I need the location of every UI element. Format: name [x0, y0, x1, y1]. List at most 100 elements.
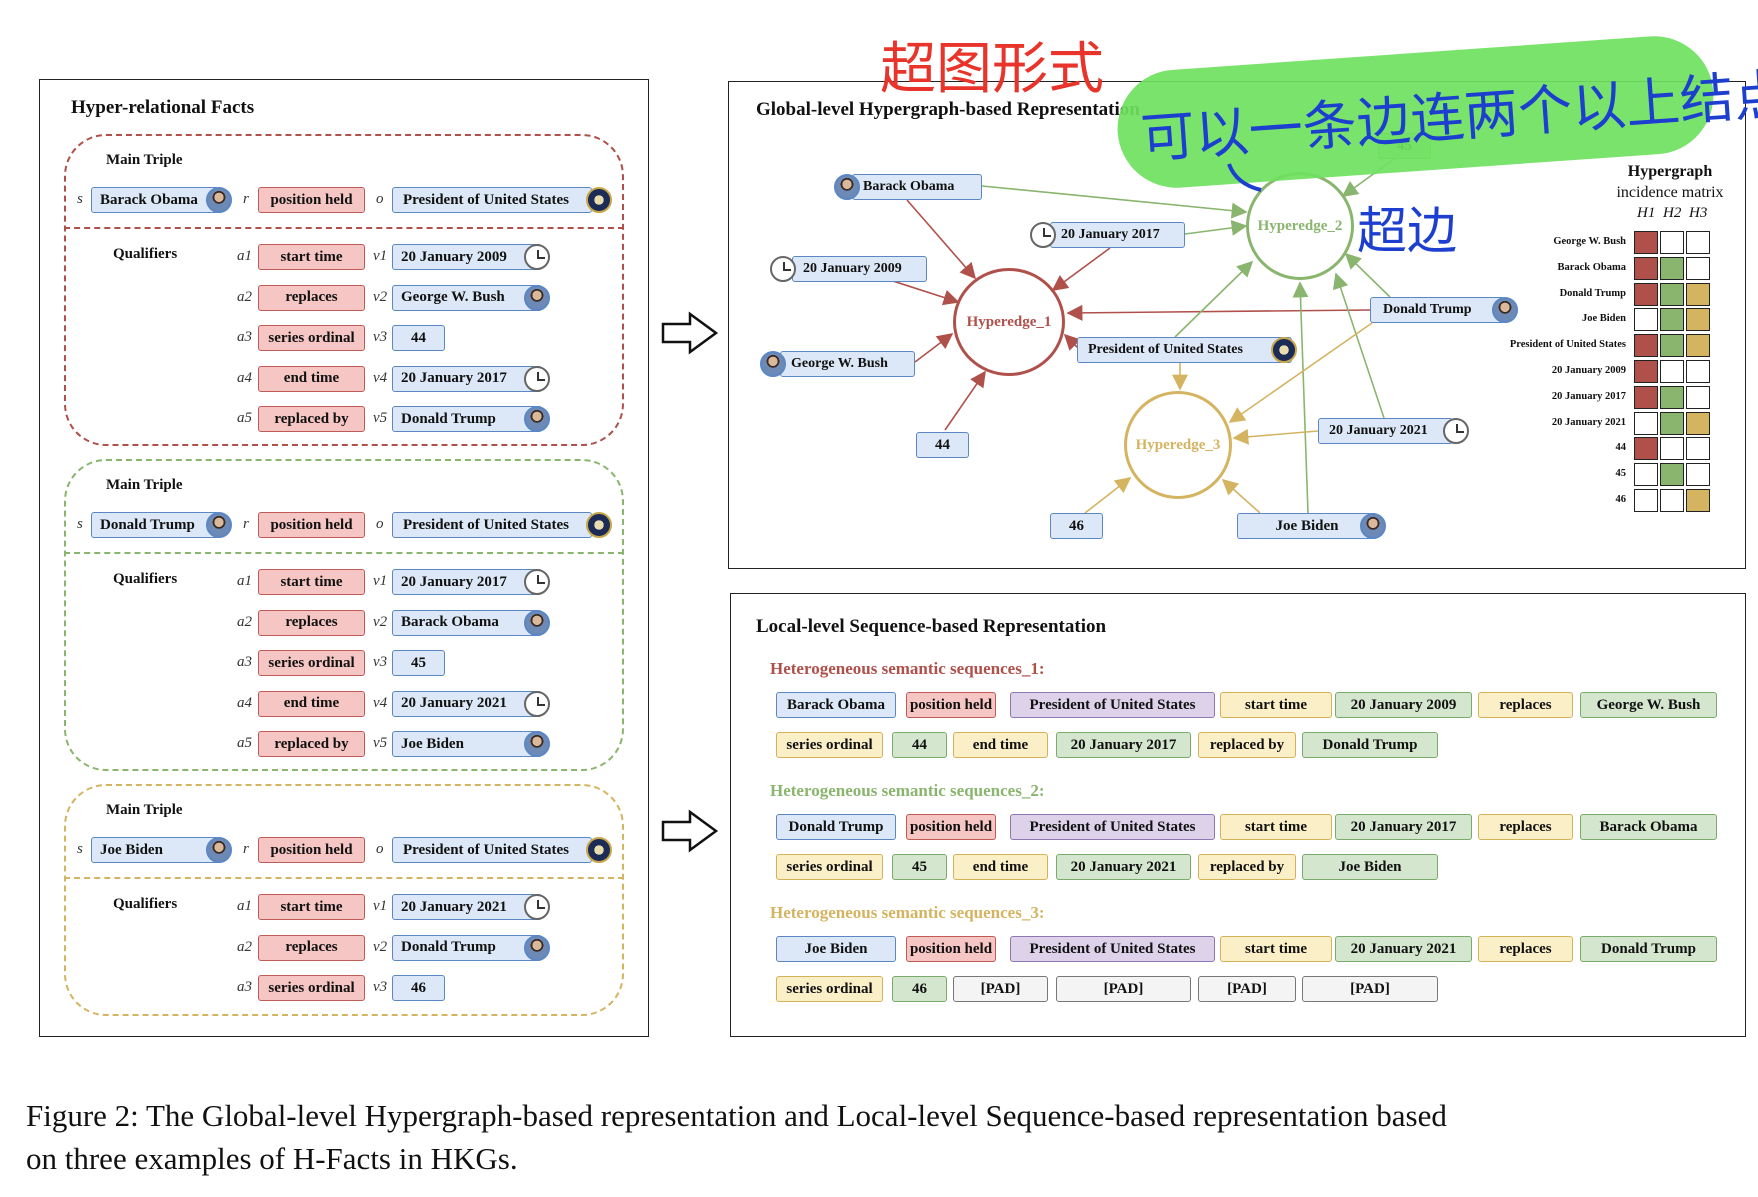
matrix-cell — [1660, 463, 1684, 487]
qualifier-value-var: v2 — [373, 938, 388, 955]
sequence-token: end time — [953, 732, 1048, 758]
person-photo-icon — [524, 609, 550, 636]
sequence-title: Heterogeneous semantic sequences_2: — [770, 781, 1045, 800]
qualifier-value: George W. Bush — [392, 284, 542, 311]
subject-node: Barack Obama — [91, 187, 219, 213]
matrix-cell — [1634, 231, 1658, 254]
qualifier-key: replaces — [258, 609, 365, 636]
qualifier-key-var: a3 — [237, 979, 252, 995]
sequence-token: 20 January 2017 — [1335, 814, 1472, 840]
node-jan-2009: 20 January 2009 — [792, 256, 927, 282]
sequence-token: start time — [1220, 692, 1332, 718]
sequence-token: replaces — [1478, 692, 1573, 718]
matrix-cell — [1686, 256, 1710, 280]
sequence-token: 20 January 2017 — [1056, 732, 1191, 758]
node-joe-biden: Joe Biden — [1237, 513, 1377, 539]
matrix-cell — [1660, 256, 1684, 280]
qualifier-key-var: a5 — [237, 735, 252, 751]
qualifier-key-var: a1 — [237, 573, 252, 589]
matrix-cell — [1634, 256, 1658, 280]
matrix-row-label: George W. Bush — [1553, 236, 1626, 247]
matrix-cell — [1686, 231, 1710, 254]
qualifier-key: replaces — [258, 284, 365, 311]
edge-jan2017-h1 — [1051, 247, 1111, 291]
qualifier-value: Donald Trump — [392, 406, 542, 432]
edge-obama-h2 — [981, 185, 1248, 219]
qualifier-value-var: v1 — [373, 248, 388, 264]
matrix-cell — [1634, 308, 1658, 332]
sequence-token: Donald Trump — [1580, 936, 1717, 962]
qualifier-value: Barack Obama — [392, 609, 542, 636]
qualifier-value: 45 — [392, 650, 445, 676]
matrix-cell — [1660, 360, 1684, 383]
subject-photo-icon — [206, 837, 232, 863]
figure-caption-line1: Figure 2: The Global-level Hypergraph-ba… — [26, 1098, 1447, 1133]
presidential-seal-icon — [1271, 337, 1297, 363]
matrix-row-label: 20 January 2017 — [1551, 390, 1626, 402]
edge-biden-h3 — [1221, 478, 1261, 514]
matrix-column-header: H2 — [1663, 205, 1682, 221]
clock-icon — [524, 569, 550, 595]
qualifier-value: Donald Trump — [392, 934, 542, 961]
panel-title: Hyper-relational Facts — [71, 97, 255, 118]
qualifier-key-var: a1 — [237, 898, 252, 914]
matrix-cell — [1634, 437, 1658, 461]
qualifiers-label: Qualifiers — [113, 246, 178, 262]
matrix-column-header: H3 — [1689, 205, 1708, 221]
fact-group-3 — [64, 784, 624, 1016]
matrix-title-line2: incidence matrix — [1616, 184, 1724, 201]
matrix-cell — [1634, 282, 1658, 306]
qualifier-value: 20 January 2017 — [392, 365, 542, 392]
matrix-row-label: 46 — [1615, 494, 1627, 505]
edge-trump-h1 — [1066, 304, 1371, 321]
subject-photo-icon — [206, 187, 232, 213]
donald-trump-photo-icon — [1492, 297, 1518, 323]
fact-group-1-separator — [64, 227, 624, 229]
matrix-cell — [1686, 411, 1710, 435]
node-44: 44 — [916, 432, 969, 458]
figure-caption-line2: on three examples of H-Facts in HKGs. — [26, 1141, 518, 1176]
fact-group-2-separator — [64, 552, 624, 554]
panel-title: Global-level Hypergraph-based Representa… — [756, 99, 1140, 120]
subject-node: Donald Trump — [91, 512, 219, 538]
qualifier-value: 44 — [392, 325, 445, 351]
qualifier-value-var: v2 — [373, 613, 388, 630]
relation-node: position held — [258, 837, 365, 863]
object-var: o — [376, 841, 384, 857]
matrix-cell — [1660, 231, 1684, 254]
barack-obama-photo-icon — [834, 174, 860, 200]
edge-46-h3 — [1084, 477, 1132, 514]
node-george-bush: George W. Bush — [780, 351, 915, 377]
qualifier-value: 46 — [392, 975, 445, 1001]
node-donald-trump: Donald Trump — [1370, 297, 1505, 323]
presidential-seal-icon — [586, 187, 612, 213]
sequence-token: replaced by — [1198, 732, 1296, 758]
node-46: 46 — [1050, 513, 1103, 539]
pad-token: [PAD] — [1302, 976, 1438, 1002]
sequence-token: replaced by — [1198, 854, 1296, 880]
qualifier-key-var: a3 — [237, 654, 252, 670]
sequence-token: President of United States — [1010, 692, 1215, 718]
sequence-token: end time — [953, 854, 1048, 880]
sequence-token: 44 — [892, 732, 947, 758]
subject-var: s — [77, 516, 83, 532]
matrix-title: Hypergraph incidence matrix — [1580, 161, 1758, 203]
edge-biden-h2 — [1292, 281, 1309, 514]
matrix-column-header: H1 — [1637, 205, 1656, 221]
node-jan-2021: 20 January 2021 — [1318, 418, 1453, 444]
hyperedge-3: Hyperedge_3 — [1124, 391, 1232, 499]
person-photo-icon — [524, 731, 550, 757]
matrix-cell — [1634, 411, 1658, 435]
matrix-row-label: Joe Biden — [1581, 313, 1626, 325]
object-node: President of United States — [392, 187, 592, 213]
clock-icon — [524, 690, 550, 717]
subject-photo-icon — [206, 512, 232, 538]
edge-jan2021-h3 — [1232, 428, 1319, 445]
qualifier-key-var: a1 — [237, 248, 252, 264]
subject-var: s — [77, 841, 83, 857]
sequence-token: Barack Obama — [776, 692, 896, 718]
matrix-cell — [1634, 360, 1658, 383]
fact-group-1 — [64, 134, 624, 446]
sequence-token: series ordinal — [776, 732, 883, 758]
arrow-to-local — [661, 809, 719, 853]
